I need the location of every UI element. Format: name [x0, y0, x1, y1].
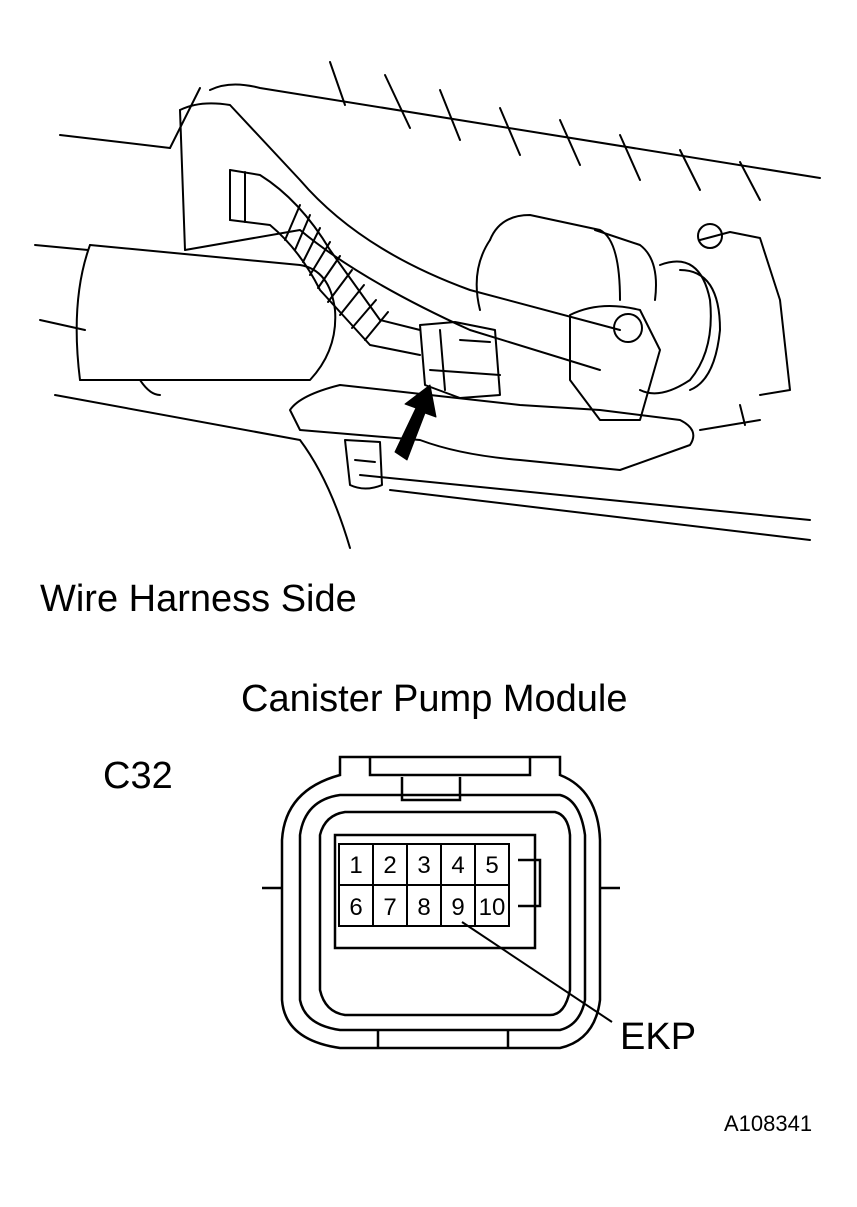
terminal-1: 1 — [349, 852, 362, 879]
terminal-4: 4 — [451, 852, 464, 879]
connector-id-label: C32 — [103, 755, 173, 797]
terminal-9: 9 — [451, 894, 464, 921]
left-component — [34, 244, 337, 381]
ekp-terminal-label: EKP — [620, 1016, 697, 1058]
terminal-grid — [338, 843, 510, 927]
connector-c32-illustration — [419, 321, 501, 399]
location-arrow-icon — [394, 384, 437, 461]
terminal-5: 5 — [485, 852, 498, 879]
floor-curve — [54, 379, 351, 549]
terminal-10: 10 — [479, 894, 506, 921]
harness-location-illustration — [34, 61, 821, 549]
terminal-8: 8 — [417, 894, 430, 921]
terminal-3: 3 — [417, 852, 430, 879]
ekp-leader-line — [461, 921, 613, 1023]
figure-code: A108341 — [724, 1111, 813, 1136]
canister-pump-module-illustration — [475, 214, 791, 426]
mounting-bracket — [289, 384, 811, 541]
component-title: Canister Pump Module — [241, 678, 628, 720]
terminal-6: 6 — [349, 894, 362, 921]
terminal-7: 7 — [383, 894, 396, 921]
floor-panel-outline — [59, 61, 821, 201]
corrugated-harness — [229, 169, 421, 356]
view-label: Wire Harness Side — [40, 578, 357, 620]
terminal-2: 2 — [383, 852, 396, 879]
terminal-numbers: 1 2 3 4 5 6 7 8 9 10 — [349, 852, 505, 921]
